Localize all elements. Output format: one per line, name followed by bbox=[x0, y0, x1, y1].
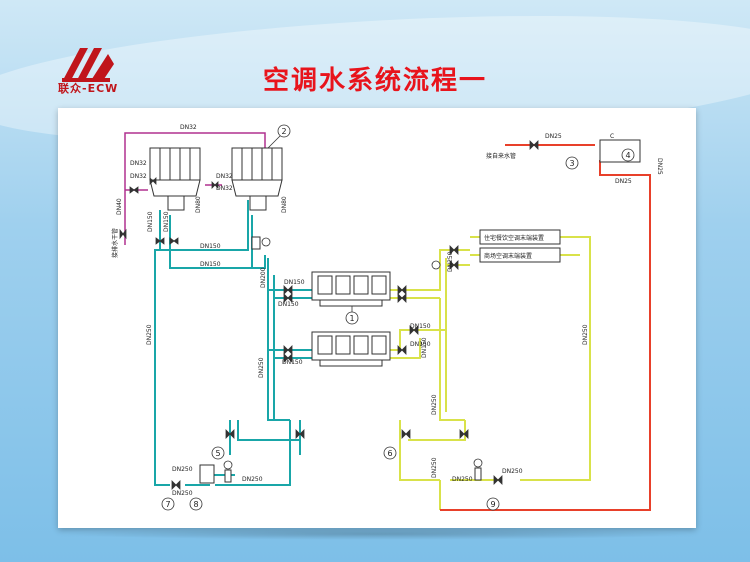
pipe-label: DN32 bbox=[216, 173, 233, 180]
pipe-label: DN150 bbox=[200, 261, 221, 268]
pipe-label: DN150 bbox=[278, 301, 299, 308]
pipe-label: DN150 bbox=[284, 279, 305, 286]
page-title: 空调水系统流程一 bbox=[262, 66, 487, 96]
svg-text:1: 1 bbox=[349, 314, 354, 323]
pipe-label: DN250 bbox=[172, 466, 193, 473]
pipe-label: DN32 bbox=[130, 173, 147, 180]
terminal-label: 商场空调末端装置 bbox=[484, 252, 532, 260]
svg-text:7: 7 bbox=[165, 500, 170, 509]
gauge-stand-3 bbox=[474, 467, 482, 481]
pipe-label: DN250 bbox=[452, 476, 473, 483]
marker-1: 1 bbox=[345, 306, 359, 325]
pipe-label: DN250 bbox=[258, 357, 265, 378]
pipe-label: DN250 bbox=[582, 324, 589, 345]
pipe-label: DN32 bbox=[180, 124, 197, 131]
pipe-label: DN150 bbox=[147, 211, 154, 232]
pipe-label: DN25 bbox=[615, 178, 632, 185]
makeup-water-label: 接自来水管 bbox=[486, 152, 516, 160]
gauge-stand-2 bbox=[224, 469, 232, 483]
pipe-label: C bbox=[610, 133, 614, 140]
pipe-label: DN150 bbox=[282, 359, 303, 366]
ecw-logo-icon bbox=[62, 48, 114, 82]
terminal-label: 住宅餐饮空调末端装置 bbox=[484, 234, 544, 242]
pipe-label: DN80 bbox=[195, 196, 202, 213]
expansion-tank bbox=[599, 139, 641, 163]
marker-7: 7 bbox=[161, 497, 175, 511]
cooling-tower-1 bbox=[149, 147, 201, 211]
valves bbox=[119, 140, 539, 490]
svg-text:8: 8 bbox=[193, 500, 198, 509]
chiller-1 bbox=[311, 271, 391, 307]
marker-5: 5 bbox=[211, 446, 225, 460]
marker-2: 2 bbox=[267, 124, 291, 149]
svg-text:9: 9 bbox=[490, 500, 495, 509]
pipe-label: DN250 bbox=[431, 457, 438, 478]
drain-label: 接排水干管 bbox=[111, 228, 119, 258]
pipe-label: DN25 bbox=[545, 133, 562, 140]
gauge-stand-1 bbox=[251, 236, 261, 250]
pipe-label: DN150 bbox=[421, 337, 428, 358]
diagram-panel: DN32 DN32 DN32 DN32 DN32 DN40 DN80 DN80 … bbox=[58, 108, 696, 528]
pipe-label: DN150 bbox=[410, 323, 431, 330]
terminal-box-2 bbox=[479, 247, 561, 263]
gauges bbox=[223, 237, 483, 470]
equipment-markers: 1 2 3 4 5 6 7 8 9 bbox=[161, 124, 635, 511]
chiller-2 bbox=[311, 331, 391, 367]
pipe-label: DN200 bbox=[260, 267, 267, 288]
svg-text:6: 6 bbox=[387, 449, 392, 458]
equipment bbox=[149, 139, 641, 484]
pipe-label: DN150 bbox=[200, 243, 221, 250]
pipes-chilled-water bbox=[390, 236, 591, 510]
pipe-label: DN32 bbox=[216, 185, 233, 192]
water-system-diagram: DN32 DN32 DN32 DN32 DN32 DN40 DN80 DN80 … bbox=[111, 124, 663, 511]
pipe-label: DN25 bbox=[656, 158, 663, 175]
panel-shadow bbox=[60, 528, 696, 540]
pipe-label: DN150 bbox=[163, 211, 170, 232]
pipes-makeup-water bbox=[440, 144, 651, 511]
marker-9: 9 bbox=[486, 497, 500, 511]
pipe-label: DN250 bbox=[431, 394, 438, 415]
pipe-label: DN150 bbox=[410, 341, 431, 348]
pipe-label: DN250 bbox=[242, 476, 263, 483]
pipe-label: DN80 bbox=[281, 196, 288, 213]
pipe-label: DN250 bbox=[172, 490, 193, 497]
softener-tank bbox=[199, 464, 215, 484]
pipe-label: DN250 bbox=[146, 324, 153, 345]
pipe-label: DN250 bbox=[447, 251, 454, 272]
pipes-cooling-water bbox=[154, 200, 312, 486]
terminal-box-1 bbox=[479, 229, 561, 245]
svg-text:4: 4 bbox=[625, 151, 630, 160]
svg-text:2: 2 bbox=[281, 127, 286, 136]
pipe-labels: DN32 DN32 DN32 DN32 DN32 DN40 DN80 DN80 … bbox=[111, 124, 663, 497]
marker-4: 4 bbox=[621, 148, 635, 162]
logo-text: 联众-ECW bbox=[58, 82, 119, 95]
svg-text:5: 5 bbox=[215, 449, 220, 458]
pipe-label: DN40 bbox=[116, 198, 123, 215]
marker-3: 3 bbox=[565, 156, 579, 170]
svg-text:3: 3 bbox=[569, 159, 574, 168]
pipe-label: DN32 bbox=[130, 160, 147, 167]
cooling-tower-2 bbox=[231, 147, 283, 211]
pipe-label: DN250 bbox=[502, 468, 523, 475]
marker-8: 8 bbox=[189, 497, 203, 511]
marker-6: 6 bbox=[383, 446, 397, 460]
